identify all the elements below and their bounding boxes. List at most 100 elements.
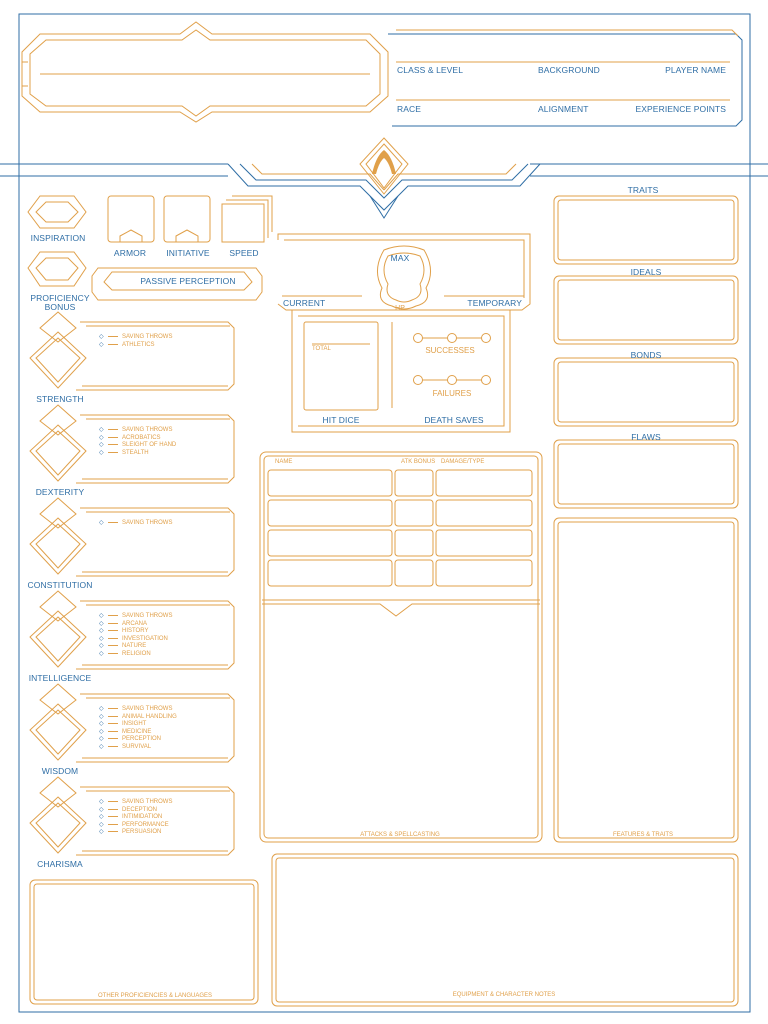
skill-row[interactable]: ◇ACROBATICS	[99, 435, 161, 443]
proficiency-diamond-icon[interactable]: ◇	[99, 341, 104, 348]
skill-row[interactable]: ◇ ANIMAL HANDLING	[99, 714, 177, 722]
skill-row[interactable]: ◇ SAVING THROWS	[99, 799, 172, 807]
proficiency-diamond-icon[interactable]: ◇	[99, 449, 104, 456]
proficiency-diamond-icon[interactable]: ◇	[99, 814, 104, 821]
skill-row[interactable]: ◇ SAVING THROWS	[99, 520, 172, 528]
proficiency-diamond-icon[interactable]: ◇	[99, 628, 104, 635]
sheet-border	[18, 13, 751, 1013]
emblem-frame	[359, 137, 409, 195]
skill-label: SAVING THROWS	[122, 520, 173, 526]
skill-label: SLEIGHT OF HAND	[122, 442, 177, 449]
proficiency-diamond-icon[interactable]: ◇	[99, 728, 104, 735]
character-name-field[interactable]	[40, 42, 370, 104]
skill-row[interactable]: ◇SAVING THROWS	[99, 427, 172, 435]
skill-row[interactable]: ◇ SLEIGHT OF HAND	[99, 442, 176, 450]
skill-label: MEDICINE	[122, 728, 152, 735]
hit-dice-box	[303, 321, 379, 411]
armor-label: ARMOR	[113, 248, 147, 258]
skill-label: PERFORMANCE	[122, 821, 169, 828]
proficiency-diamond-icon[interactable]: ◇	[99, 613, 104, 619]
proficiencies-frame	[29, 879, 259, 1005]
skill-row[interactable]: ◇RELIGION	[99, 651, 151, 659]
proficiency-badge	[27, 251, 87, 287]
proficiency-diamond-icon[interactable]: ◇	[99, 643, 104, 650]
skill-label: PERSUASION	[122, 829, 162, 836]
skill-label: INSIGHT	[122, 721, 147, 728]
proficiency-diamond-icon[interactable]: ◇	[99, 520, 104, 526]
passive-perception-frame	[91, 267, 263, 301]
proficiency-diamond-icon[interactable]: ◇	[99, 334, 104, 340]
attack-row[interactable]	[267, 499, 533, 527]
ability-modifier-diamond	[39, 776, 77, 808]
skill-row[interactable]: ◇SAVING THROWS	[99, 706, 172, 714]
skill-row[interactable]: ◇PERCEPTION	[99, 736, 161, 744]
proficiency-diamond-icon[interactable]: ◇	[99, 442, 104, 449]
skill-row[interactable]: ◇ INSIGHT	[99, 721, 146, 729]
attack-row[interactable]	[267, 529, 533, 557]
emblem-icon	[372, 150, 396, 174]
hit-dice-label: HIT DICE	[322, 415, 360, 425]
ability-modifier-diamond	[39, 590, 77, 622]
skill-row[interactable]: ◇ STEALTH	[99, 450, 149, 458]
proficiency-label-line2: BONUS	[44, 302, 76, 312]
background-label: BACKGROUND	[538, 65, 600, 75]
skill-label: NATURE	[122, 643, 147, 650]
skill-row[interactable]: ◇SAVING THROWS	[99, 334, 172, 342]
proficiency-diamond-icon[interactable]: ◇	[99, 736, 104, 743]
ability-modifier-diamond	[39, 497, 77, 529]
proficiency-diamond-icon[interactable]: ◇	[99, 744, 104, 750]
proficiency-diamond-icon[interactable]: ◇	[99, 706, 104, 712]
header-fields-frame	[388, 29, 743, 127]
speed-label: SPEED	[229, 248, 259, 258]
skill-label: ANIMAL HANDLING	[122, 713, 177, 720]
proficiency-diamond-icon[interactable]: ◇	[99, 829, 104, 836]
features-frame	[553, 517, 739, 843]
player-name-label: PLAYER NAME	[665, 65, 726, 75]
hp-max-badge	[377, 245, 431, 310]
proficiency-diamond-icon[interactable]: ◇	[99, 713, 104, 720]
personality-box[interactable]	[553, 195, 739, 265]
attack-row[interactable]	[267, 559, 533, 587]
skill-row[interactable]: ◇HISTORY	[99, 628, 148, 636]
skill-row[interactable]: ◇INTIMIDATION	[99, 814, 162, 822]
proficiency-diamond-icon[interactable]: ◇	[99, 635, 104, 642]
attack-row[interactable]	[267, 469, 533, 497]
proficiency-diamond-icon[interactable]: ◇	[99, 427, 104, 433]
skill-row[interactable]: ◇ PERFORMANCE	[99, 822, 169, 830]
proficiency-diamond-icon[interactable]: ◇	[99, 821, 104, 828]
personality-box[interactable]	[553, 439, 739, 509]
inspiration-badge	[27, 195, 87, 229]
skill-row[interactable]: ◇SURVIVAL	[99, 744, 151, 752]
proficiency-diamond-icon[interactable]: ◇	[99, 620, 104, 627]
skill-row[interactable]: ◇INVESTIGATION	[99, 636, 168, 644]
ability-modifier-diamond	[39, 311, 77, 343]
ability-score-diamond	[29, 331, 87, 389]
skill-row[interactable]: ◇SAVING THROWS	[99, 613, 172, 621]
ability-modifier-diamond	[39, 683, 77, 715]
skill-row[interactable]: ◇ARCANA	[99, 621, 147, 629]
hit-dice-total-label: TOTAL	[312, 346, 331, 352]
skill-label: SAVING THROWS	[122, 799, 173, 805]
ability-block-dexterity	[29, 404, 235, 484]
ability-name: STRENGTH	[36, 394, 84, 404]
class-level-label: CLASS & LEVEL	[397, 65, 464, 75]
skill-row[interactable]: ◇ NATURE	[99, 643, 146, 651]
equipment-frame	[271, 853, 739, 1007]
personality-box[interactable]	[553, 357, 739, 427]
proficiency-diamond-icon[interactable]: ◇	[99, 651, 104, 657]
proficiency-diamond-icon[interactable]: ◇	[99, 806, 104, 813]
skill-row[interactable]: ◇ MEDICINE	[99, 729, 151, 737]
proficiency-diamond-icon[interactable]: ◇	[99, 721, 104, 728]
proficiency-diamond-icon[interactable]: ◇	[99, 799, 104, 805]
attacks-frame	[259, 451, 543, 843]
ability-score-diamond	[29, 424, 87, 482]
skill-row[interactable]: ◇DECEPTION	[99, 807, 157, 815]
flaws-label: FLAWS	[631, 432, 661, 442]
personality-box[interactable]	[553, 275, 739, 345]
skill-row[interactable]: ◇ ATHLETICS	[99, 342, 155, 350]
skill-label: STEALTH	[122, 449, 149, 456]
skill-label: ATHLETICS	[122, 341, 155, 348]
skill-row[interactable]: ◇ PERSUASION	[99, 829, 161, 837]
proficiency-diamond-icon[interactable]: ◇	[99, 434, 104, 441]
ability-block-wisdom	[29, 683, 235, 763]
